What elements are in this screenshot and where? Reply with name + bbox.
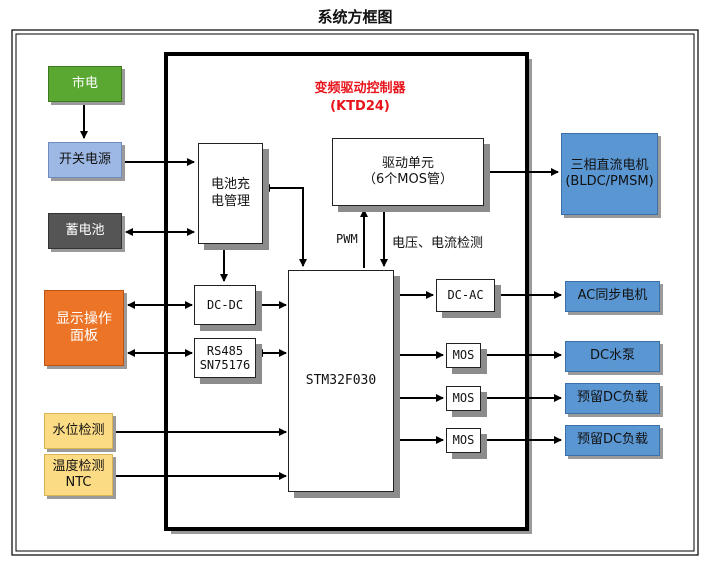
controller-title: 变频驱动控制器 (KTD24): [280, 80, 440, 115]
dcdc-block: DC-DC: [194, 285, 256, 325]
temperature-block: 温度检测 NTC: [44, 454, 113, 496]
controller-model: (KTD24): [330, 98, 390, 114]
mos-switch-1: MOS: [446, 343, 481, 368]
display-panel-block: 显示操作 面板: [44, 290, 124, 366]
mains-block: 市电: [48, 66, 122, 102]
mcu-block: STM32F030: [288, 270, 394, 492]
arrow-charge-mcu: [262, 184, 307, 267]
water-level-block: 水位检测: [44, 413, 113, 449]
dc-load-1-block: 预留DC负载: [565, 383, 660, 414]
dc-pump-block: DC水泵: [565, 341, 660, 372]
pwm-label: PWM: [336, 232, 358, 246]
feedback-label: 电压、电流检测: [392, 236, 484, 251]
dcac-block: DC-AC: [436, 279, 495, 312]
charge-management-block: 电池充 电管理: [198, 143, 263, 244]
switching-psu-block: 开关电源: [48, 142, 122, 178]
controller-name: 变频驱动控制器: [314, 81, 406, 96]
connection-arrows: [80, 104, 562, 480]
rs485-block: RS485 SN75176: [194, 338, 256, 378]
ac-motor-block: AC同步电机: [565, 281, 660, 312]
mos-switch-3: MOS: [446, 428, 481, 453]
dc-load-2-block: 预留DC负载: [565, 425, 660, 456]
bldc-motor-block: 三相直流电机 (BLDC/PMSM): [561, 133, 658, 215]
mos-switch-2: MOS: [446, 386, 481, 411]
drive-unit-block: 驱动单元 （6个MOS管）: [332, 138, 484, 206]
battery-block: 蓄电池: [48, 213, 122, 249]
outer-frame: [11, 29, 699, 556]
diagram-title: 系统方框图: [317, 8, 393, 26]
inner-frame: [15, 33, 695, 552]
